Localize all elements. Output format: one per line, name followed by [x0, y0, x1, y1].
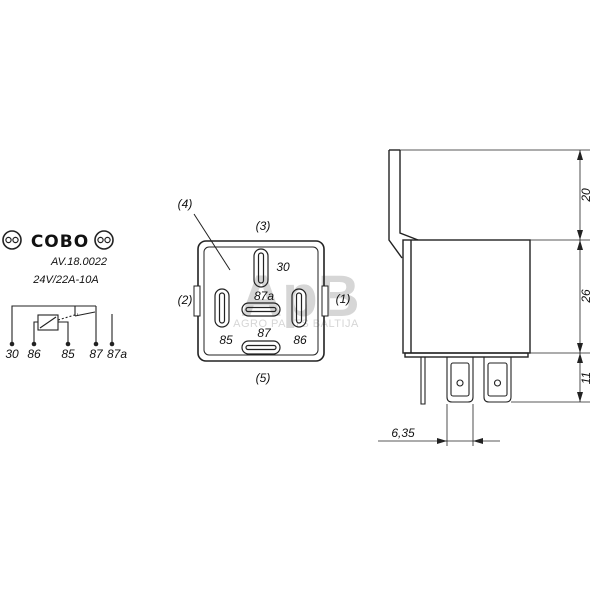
pin-label-30: 30 [276, 260, 290, 274]
pin-87a-slot [241, 302, 281, 317]
terminal-label: 85 [61, 347, 75, 361]
relay-housing [402, 239, 531, 354]
dimension-arrows [437, 150, 583, 444]
callout-3: (3) [256, 219, 271, 233]
relay-pins [420, 357, 512, 405]
dimension-body: 26 [579, 289, 593, 304]
watermark: ApB AGRO PARTS BALTIJA [233, 264, 359, 330]
callout-4: (4) [178, 197, 193, 211]
callout-4-leader [193, 213, 231, 271]
pin-label-87a: 87a [254, 289, 274, 303]
callout-5: (5) [256, 371, 271, 385]
side-tab-left [193, 285, 201, 317]
pin-30-slot [253, 248, 269, 288]
part-number: AV.18.0022 [50, 256, 107, 268]
terminal-label: 86 [27, 347, 41, 361]
pin-slots [214, 248, 307, 355]
pin-label-86: 86 [293, 333, 307, 347]
terminal-label: 30 [5, 347, 19, 361]
mounting-bracket-back [399, 150, 419, 241]
side-tab-right [321, 285, 329, 317]
terminal-label: 87a [107, 347, 127, 361]
relay-logo-icon [94, 230, 114, 250]
callout-2: (2) [178, 293, 193, 307]
rating: 24V/22A-10A [32, 274, 98, 286]
pin-85-slot [214, 288, 230, 328]
circuit-lines [11, 305, 113, 343]
pin-86-slot [291, 288, 307, 328]
watermark-logo: ApB [240, 264, 359, 329]
relay-side-view: 20 26 11 6,35 [378, 149, 593, 446]
terminal-dots [9, 341, 115, 347]
dimension-pins: 11 [579, 372, 593, 384]
callout-1: (1) [336, 292, 351, 306]
pin-label-85: 85 [219, 333, 233, 347]
relay-schematic: COBO AV.18.0022 24V/22A-10A [2, 230, 127, 361]
mounting-bracket-front [388, 150, 403, 259]
relay-pinout-view: 30 87a 87 85 86 (4) (3) (2) (1) (5) [178, 197, 351, 385]
relay-logo-icon [2, 230, 22, 250]
pin-label-87: 87 [257, 326, 272, 340]
watermark-text: AGRO PARTS BALTIJA [233, 318, 359, 330]
relay-body-inner [203, 246, 319, 356]
brand-name: COBO [31, 232, 89, 252]
dimension-top: 20 [579, 188, 593, 203]
terminal-labels: 30 86 85 87 87a [5, 347, 127, 361]
terminal-label: 87 [89, 347, 104, 361]
dimension-width: 6,35 [391, 426, 415, 440]
dimension-lines [378, 149, 590, 446]
pin-87-slot [241, 340, 281, 355]
